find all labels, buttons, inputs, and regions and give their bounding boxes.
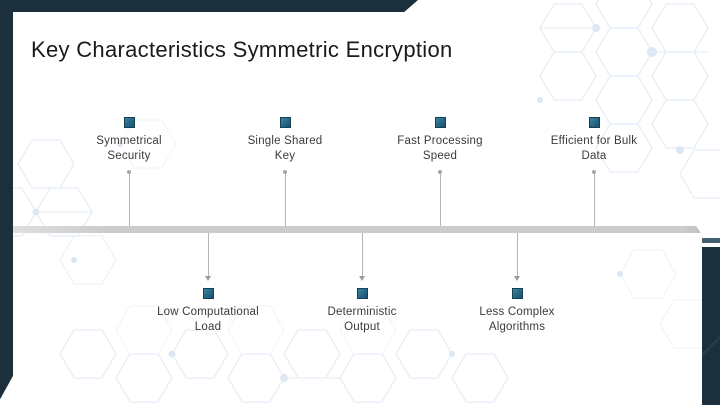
- timeline-item-deterministic-output: Deterministic Output: [287, 233, 437, 343]
- timeline-item-symmetrical-security: Symmetrical Security: [54, 117, 204, 226]
- timeline-item-fast-processing-speed: Fast Processing Speed: [365, 117, 515, 226]
- timeline-item-low-computational-load: Low Computational Load: [133, 233, 283, 343]
- top-accent-bar: [0, 0, 418, 12]
- arrow-down-icon: [514, 276, 520, 281]
- marker-square-icon: [511, 288, 523, 299]
- left-accent-bar: [0, 0, 13, 400]
- marker-square-icon: [356, 288, 368, 299]
- connector-dot-icon: [438, 170, 442, 174]
- connector-line: [516, 233, 518, 276]
- arrow-down-icon: [205, 276, 211, 281]
- timeline-item-less-complex-algorithms: Less Complex Algorithms: [442, 233, 592, 343]
- marker-square-icon: [588, 117, 600, 128]
- right-accent-dash: [702, 238, 720, 243]
- connector-dot-icon: [127, 170, 131, 174]
- connector-dot-icon: [283, 170, 287, 174]
- arrow-down-icon: [359, 276, 365, 281]
- item-label: Single Shared Key: [247, 135, 323, 162]
- item-label: Efficient for Bulk Data: [550, 135, 638, 162]
- timeline-bar: [13, 226, 701, 233]
- right-accent-bar: [702, 247, 720, 405]
- item-label: Less Complex Algorithms: [479, 306, 555, 333]
- marker-square-icon: [123, 117, 135, 128]
- item-label: Symmetrical Security: [96, 135, 162, 162]
- connector-line: [439, 174, 441, 226]
- item-label: Deterministic Output: [327, 306, 397, 333]
- connector-line: [128, 174, 130, 226]
- connector-line: [284, 174, 286, 226]
- connector-line: [361, 233, 363, 276]
- timeline-item-efficient-for-bulk-data: Efficient for Bulk Data: [519, 117, 669, 226]
- connector-line: [207, 233, 209, 276]
- page-title: Key Characteristics Symmetric Encryption: [31, 36, 453, 62]
- timeline-item-single-shared-key: Single Shared Key: [210, 117, 360, 226]
- marker-square-icon: [279, 117, 291, 128]
- connector-dot-icon: [592, 170, 596, 174]
- item-label: Low Computational Load: [157, 306, 259, 333]
- connector-line: [593, 174, 595, 226]
- marker-square-icon: [434, 117, 446, 128]
- item-label: Fast Processing Speed: [397, 135, 483, 162]
- marker-square-icon: [202, 288, 214, 299]
